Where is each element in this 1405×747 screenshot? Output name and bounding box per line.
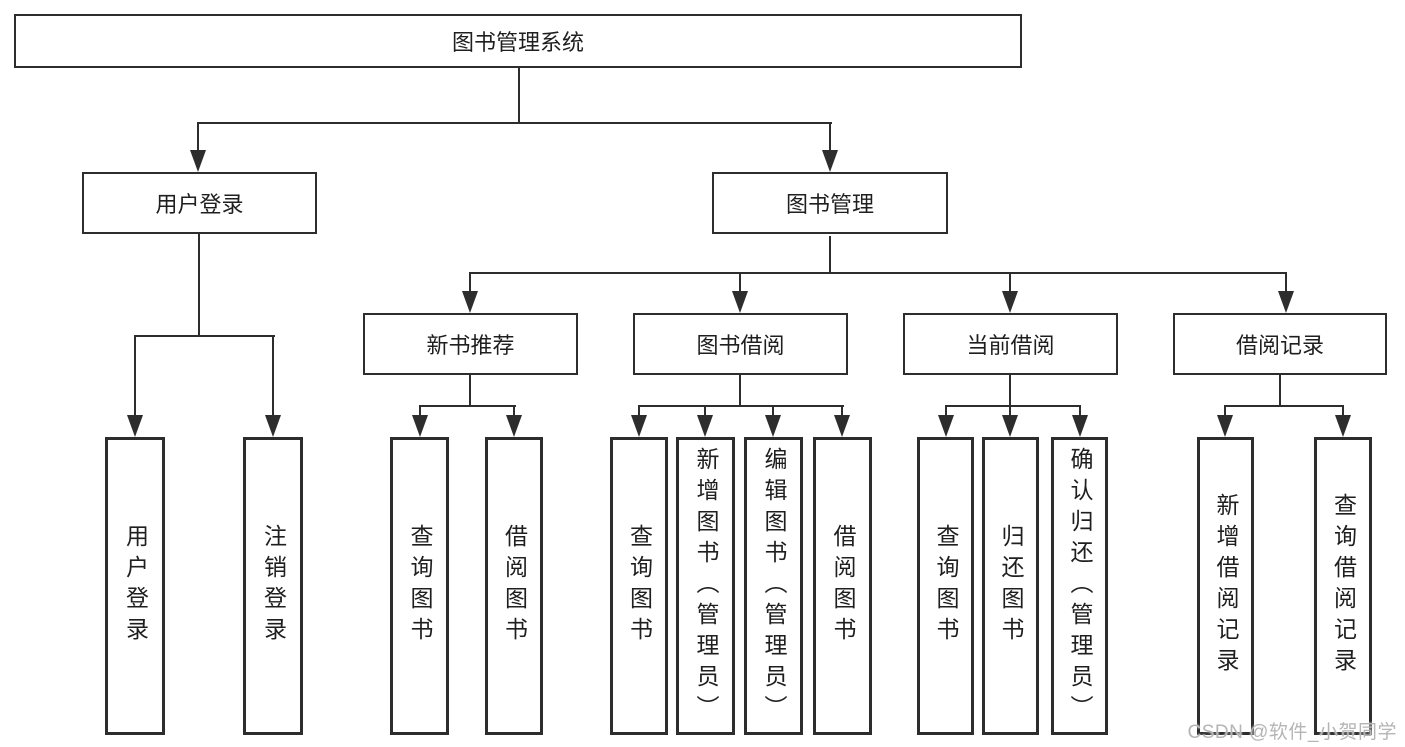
connector-line <box>1342 405 1344 419</box>
connector-line <box>469 272 1287 274</box>
connector-line <box>739 375 741 407</box>
node-label: 新增借阅记录 <box>1213 493 1239 679</box>
connector-line <box>1224 405 1226 419</box>
node-label: 查询图书 <box>626 524 653 648</box>
connector-line <box>197 122 832 124</box>
arrow-down-icon <box>412 415 428 437</box>
leaf-add-borrow-record: 新增借阅记录 <box>1197 437 1254 735</box>
connector-line <box>272 335 274 417</box>
connector-line <box>1009 405 1011 419</box>
node-label: 用户登录 <box>122 524 149 648</box>
arrow-down-icon <box>765 415 781 437</box>
leaf-logout-login: 注销登录 <box>243 437 303 735</box>
leaf-return-book: 归还图书 <box>982 437 1039 735</box>
arrow-down-icon <box>190 150 206 172</box>
node-label: 当前借阅 <box>966 333 1055 358</box>
connector-line <box>829 236 831 274</box>
connector-line <box>469 272 471 293</box>
connector-line <box>469 375 471 407</box>
node-label: 新书推荐 <box>426 333 515 358</box>
connector-line <box>1285 272 1287 293</box>
node-label: 借阅记录 <box>1235 333 1324 358</box>
node-book-management: 图书管理 <box>712 172 948 234</box>
connector-line <box>513 405 515 419</box>
connector-line <box>739 272 741 293</box>
arrow-down-icon <box>462 291 478 313</box>
leaf-user-login: 用户登录 <box>105 437 165 735</box>
node-user-login: 用户登录 <box>82 172 317 234</box>
node-label: 图书借阅 <box>696 333 785 358</box>
connector-line <box>1079 405 1081 419</box>
arrow-down-icon <box>506 415 522 437</box>
arrow-down-icon <box>1217 415 1233 437</box>
arrow-down-icon <box>1278 291 1294 313</box>
node-root: 图书管理系统 <box>14 14 1022 68</box>
node-label: 查询借阅记录 <box>1330 493 1357 679</box>
arrow-down-icon <box>1072 415 1088 437</box>
connector-line <box>198 234 200 337</box>
arrow-down-icon <box>1002 291 1018 313</box>
leaf-borrow-books: 借阅图书 <box>813 437 872 735</box>
leaf-borrow-books-recommend: 借阅图书 <box>485 437 543 735</box>
connector-line <box>1009 375 1011 407</box>
connector-line <box>945 405 947 419</box>
connector-line <box>829 122 831 154</box>
leaf-query-books-recommend: 查询图书 <box>390 437 449 735</box>
leaf-query-books-current: 查询图书 <box>917 437 974 735</box>
node-new-book-recommend: 新书推荐 <box>363 313 578 375</box>
watermark: CSDN @软件_小贺同学 <box>1187 722 1397 743</box>
node-label: 编辑图书（管理员） <box>761 446 787 726</box>
arrow-down-icon <box>697 415 713 437</box>
leaf-add-book-admin: 新增图书（管理员） <box>676 437 735 735</box>
node-label: 查询图书 <box>933 524 959 648</box>
node-label: 确认归还（管理员） <box>1067 446 1093 726</box>
arrow-down-icon <box>938 415 954 437</box>
connector-line <box>638 405 640 419</box>
connector-line <box>841 405 843 419</box>
node-label: 查询图书 <box>407 524 433 648</box>
connector-line <box>704 405 706 419</box>
connector-line <box>134 335 136 417</box>
arrow-down-icon <box>1335 415 1351 437</box>
connector-line <box>419 405 516 407</box>
connector-line <box>134 335 275 337</box>
node-book-borrow: 图书借阅 <box>633 313 848 375</box>
node-label: 借阅图书 <box>501 524 528 648</box>
node-current-borrow: 当前借阅 <box>903 313 1118 375</box>
leaf-query-books-borrow: 查询图书 <box>610 437 668 735</box>
connector-line <box>772 405 774 419</box>
node-label: 用户登录 <box>155 192 244 217</box>
arrow-down-icon <box>822 150 838 172</box>
node-label: 借阅图书 <box>830 524 856 648</box>
leaf-confirm-return-admin: 确认归还（管理员） <box>1051 437 1108 735</box>
node-label: 注销登录 <box>260 524 287 648</box>
node-borrow-records: 借阅记录 <box>1173 313 1387 375</box>
leaf-query-borrow-record: 查询借阅记录 <box>1314 437 1372 735</box>
connector-line <box>197 122 199 154</box>
connector-line <box>1279 375 1281 407</box>
leaf-edit-book-admin: 编辑图书（管理员） <box>744 437 803 735</box>
arrow-down-icon <box>127 415 143 437</box>
connector-line <box>945 405 1081 407</box>
arrow-down-icon <box>265 415 281 437</box>
arrow-down-icon <box>732 291 748 313</box>
node-label: 新增图书（管理员） <box>693 446 719 726</box>
arrow-down-icon <box>631 415 647 437</box>
connector-line <box>1224 405 1344 407</box>
arrow-down-icon <box>1002 415 1018 437</box>
connector-line <box>518 68 520 124</box>
connector-line <box>419 405 421 419</box>
node-label: 图书管理系统 <box>451 30 584 55</box>
connector-line <box>638 405 844 407</box>
node-label: 归还图书 <box>998 524 1024 648</box>
node-label: 图书管理 <box>785 192 874 217</box>
connector-line <box>1009 272 1011 293</box>
arrow-down-icon <box>834 415 850 437</box>
